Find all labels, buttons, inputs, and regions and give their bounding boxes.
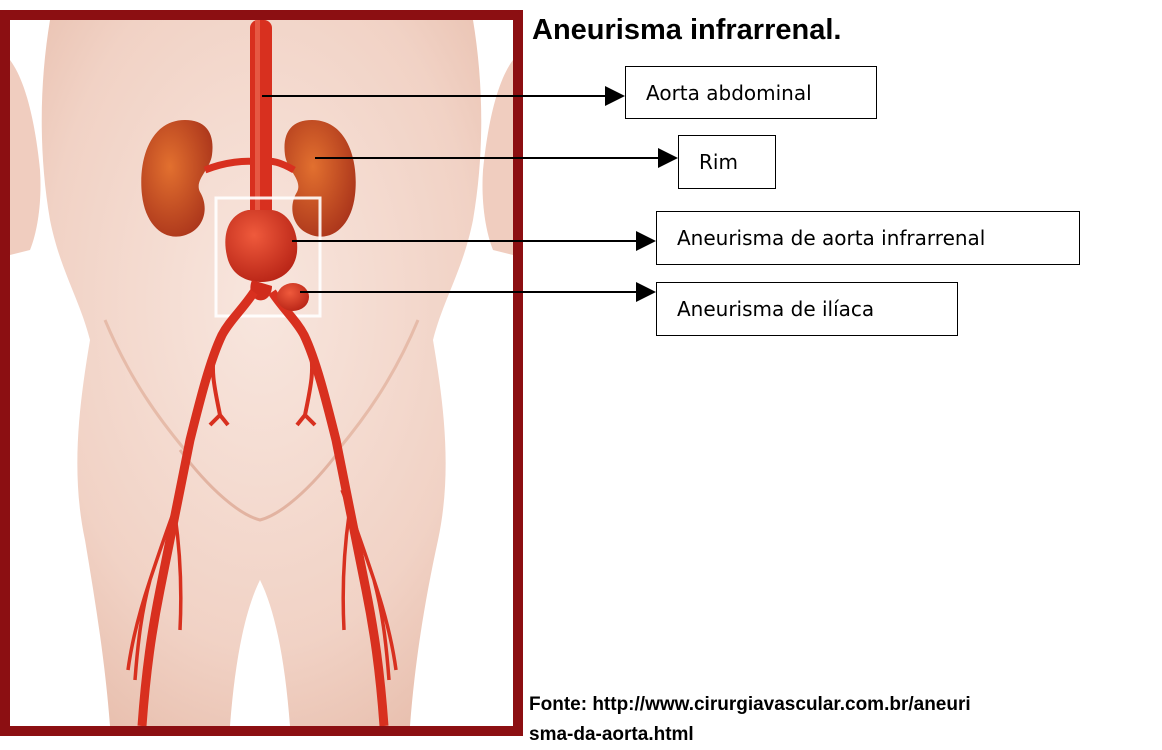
- label-aorta-abdominal: Aorta abdominal: [625, 66, 877, 119]
- aorta-highlight: [255, 20, 260, 215]
- iliac-aneurysm: [277, 283, 309, 311]
- figure-title: Aneurisma infrarrenal.: [532, 14, 841, 47]
- label-aneurisma-iliaca: Aneurisma de ilíaca: [656, 282, 958, 336]
- anatomy-figure: [0, 10, 523, 736]
- source-citation: Fonte: http://www.cirurgiavascular.com.b…: [529, 690, 979, 750]
- aorta: [250, 20, 272, 220]
- label-rim: Rim: [678, 135, 776, 189]
- body-illustration: [10, 20, 513, 726]
- aortic-aneurysm: [225, 210, 297, 282]
- label-aneurisma-aorta-infrarrenal: Aneurisma de aorta infrarrenal: [656, 211, 1080, 265]
